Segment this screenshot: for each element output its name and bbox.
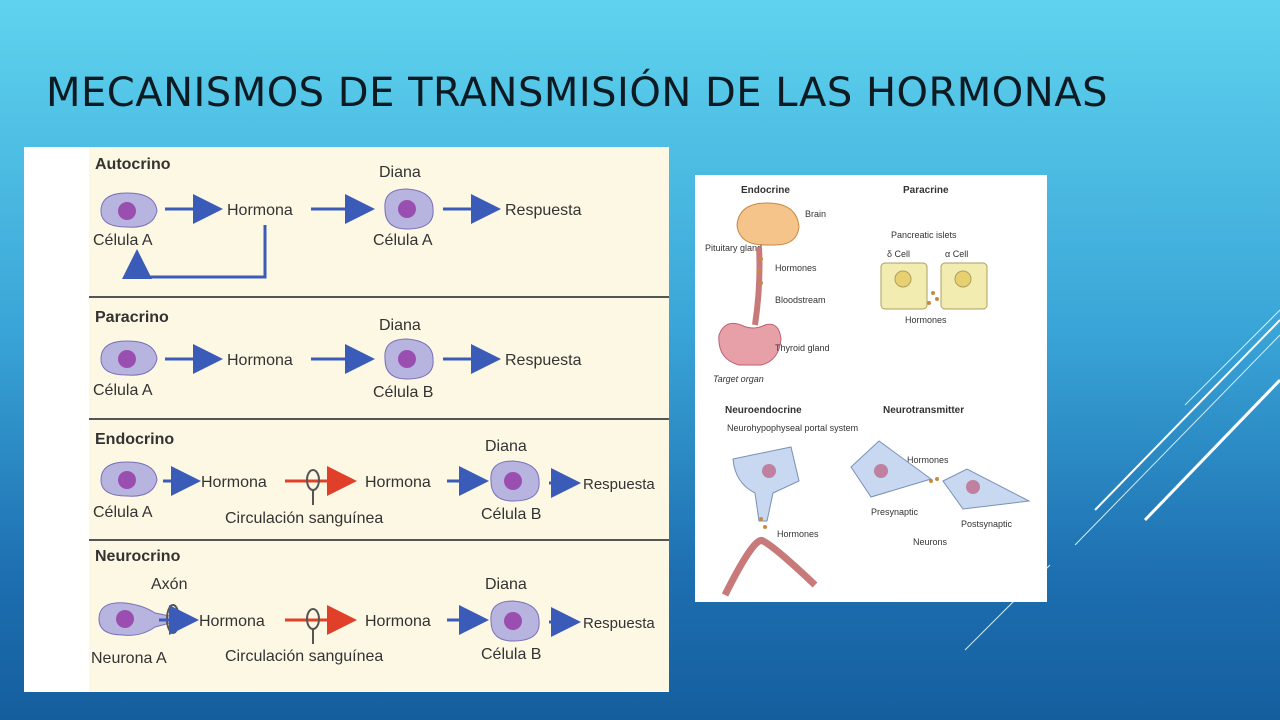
autocrino-section: Autocrino Célula A Hormona Diana Célula … — [93, 156, 582, 279]
paracrine-quadrant: Paracrine Pancreatic islets δ Cell α Cel… — [880, 185, 988, 325]
portal-vessel — [721, 536, 818, 597]
bloodstream-vessel — [752, 246, 763, 326]
target-label: Diana — [379, 317, 421, 334]
target-cell-label: Célula B — [481, 646, 541, 663]
neurocrino-section: Neurocrino Axón Neurona A Hormona Circul… — [91, 548, 655, 667]
thyroid-icon — [718, 322, 782, 366]
hormones-label: Hormones — [905, 315, 947, 325]
neurotransmitter-quadrant: Neurotransmitter Hormones Presynaptic Po… — [850, 405, 1031, 547]
neurons-label: Neurons — [913, 537, 948, 547]
hormones-label: Hormones — [775, 263, 817, 273]
right-figure-panel: Endocrine Brain Pituitary gland Hormones… — [695, 175, 1047, 602]
response-label: Respuesta — [583, 615, 655, 632]
page-title: MECANISMOS DE TRANSMISIÓN DE LAS HORMONA… — [46, 70, 1108, 116]
presynaptic-neuron-icon — [850, 440, 933, 498]
bloodstream-label: Bloodstream — [775, 295, 826, 305]
hormone-label: Hormona — [201, 474, 267, 491]
hormone-label: Hormona — [199, 613, 265, 630]
alpha-cell-label: α Cell — [945, 249, 968, 259]
target-cell-label: Célula A — [373, 232, 433, 249]
islets-label: Pancreatic islets — [891, 230, 957, 240]
endocrino-section: Endocrino Célula A Hormona Circulación s… — [93, 431, 655, 527]
quadrant-heading: Neuroendocrine — [725, 405, 802, 416]
presynaptic-label: Presynaptic — [871, 507, 919, 517]
hormones-label: Hormones — [777, 529, 819, 539]
target-cell-icon — [490, 600, 540, 642]
cell-a-icon — [100, 461, 158, 497]
brain-label: Brain — [805, 209, 826, 219]
response-label: Respuesta — [583, 476, 655, 493]
left-figure-panel: Autocrino Célula A Hormona Diana Célula … — [24, 147, 669, 692]
response-label: Respuesta — [505, 352, 582, 369]
cell-label: Célula A — [93, 382, 153, 399]
section-heading: Neurocrino — [95, 548, 181, 565]
neuroendocrine-quadrant: Neuroendocrine Neurohypophyseal portal s… — [721, 405, 858, 597]
target-label: Diana — [485, 438, 527, 455]
cell-a-icon — [100, 192, 158, 228]
quadrant-heading: Endocrine — [741, 185, 790, 196]
postsynaptic-neuron-icon — [942, 468, 1031, 510]
section-heading: Endocrino — [95, 431, 174, 448]
left-figure-diagram: Autocrino Célula A Hormona Diana Célula … — [89, 156, 669, 667]
hormone-label: Hormona — [227, 202, 293, 219]
thyroid-label: Thyroid gland — [775, 343, 830, 353]
cell-label: Célula A — [93, 504, 153, 521]
hormone-label: Hormona — [227, 352, 293, 369]
target-label: Diana — [379, 164, 421, 181]
target-label: Diana — [485, 576, 527, 593]
quadrant-heading: Paracrine — [903, 185, 949, 196]
axon-label: Axón — [151, 576, 187, 593]
left-figure-inner: Autocrino Célula A Hormona Diana Célula … — [89, 147, 669, 692]
target-cell-icon — [490, 460, 540, 502]
circulation-label: Circulación sanguínea — [225, 648, 383, 665]
section-heading: Autocrino — [95, 156, 171, 173]
cell-label: Célula A — [93, 232, 153, 249]
portal-label: Neurohypophyseal portal system — [727, 423, 858, 433]
cell-label: Neurona A — [91, 650, 167, 667]
target-cell-icon — [384, 188, 434, 230]
right-figure-diagram: Endocrine Brain Pituitary gland Hormones… — [705, 185, 1031, 597]
hormone2-label: Hormona — [365, 613, 431, 630]
delta-cell-label: δ Cell — [887, 249, 910, 259]
endocrine-quadrant: Endocrine Brain Pituitary gland Hormones… — [705, 185, 830, 384]
feedback-arrow — [122, 225, 267, 279]
quadrant-heading: Neurotransmitter — [883, 405, 964, 416]
cell-a-icon — [100, 340, 158, 376]
response-label: Respuesta — [505, 202, 582, 219]
paracrino-section: Paracrino Célula A Hormona Diana Célula … — [93, 309, 582, 401]
target-cell-label: Célula B — [481, 506, 541, 523]
postsynaptic-label: Postsynaptic — [961, 519, 1013, 529]
target-cell-icon — [384, 338, 434, 380]
pituitary-label: Pituitary gland — [705, 243, 762, 253]
target-cell-label: Célula B — [373, 384, 433, 401]
section-heading: Paracrino — [95, 309, 169, 326]
circulation-label: Circulación sanguínea — [225, 510, 383, 527]
hormone2-label: Hormona — [365, 474, 431, 491]
brain-icon — [736, 202, 800, 246]
neuron-icon — [732, 446, 800, 522]
target-organ-label: Target organ — [713, 374, 764, 384]
hormones-label: Hormones — [907, 455, 949, 465]
